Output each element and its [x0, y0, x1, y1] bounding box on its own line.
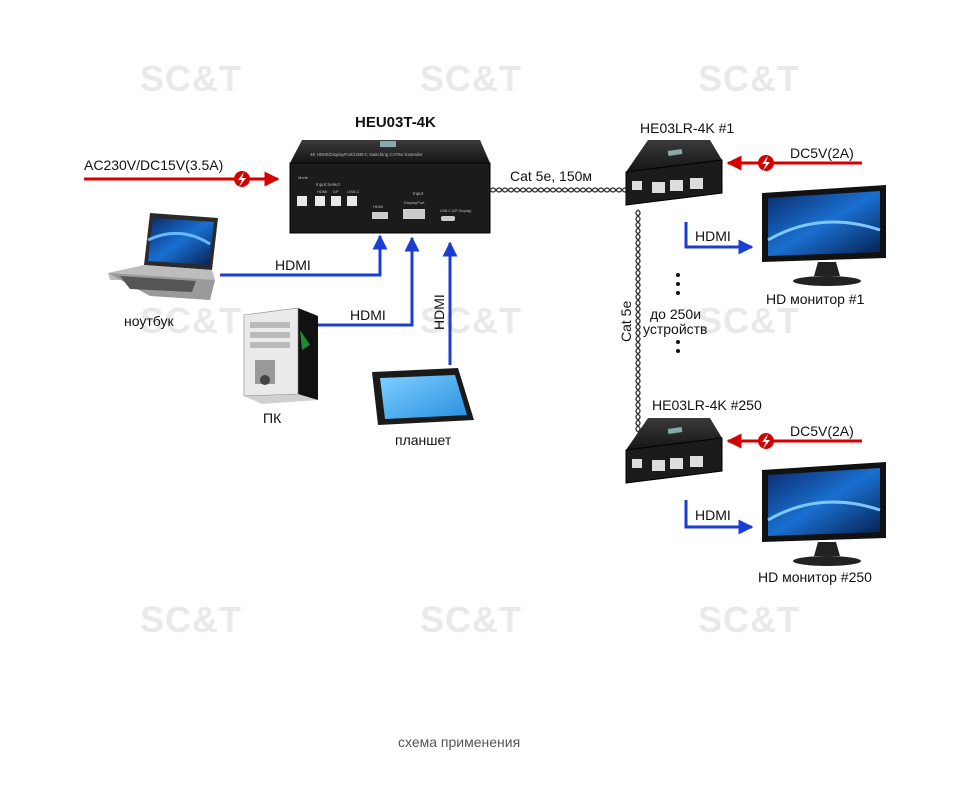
pc-hdmi-label: HDMI: [350, 307, 386, 323]
tablet-hdmi-label: HDMI: [431, 294, 447, 330]
hdmi-select-button: [315, 196, 325, 206]
laptop-label: ноутбук: [124, 313, 174, 329]
laptop-icon: [108, 213, 218, 300]
power-bolt-icon: [234, 171, 250, 187]
watermark: SC&T: [420, 599, 522, 640]
port-label: USB-C (DP Display): [440, 209, 471, 213]
pc-hdmi-link: HDMI: [318, 236, 420, 327]
watermark: SC&T: [698, 58, 800, 99]
power-bolt-icon: [758, 433, 774, 449]
receiver250-power-link: DC5V(2A): [726, 423, 862, 449]
receiver250-device: [625, 418, 723, 484]
usbc-port: [441, 216, 455, 221]
watermark: SC&T: [140, 599, 242, 640]
watermark: SC&T: [698, 300, 800, 341]
receiver1-hdmi-label: HDMI: [695, 228, 731, 244]
tablet-label: планшет: [395, 432, 452, 448]
receiver250-model: HE03LR-4K #250: [652, 397, 762, 413]
cat5e-vertical-cable: Cat 5e: [618, 209, 641, 433]
receiver1-power-label: DC5V(2A): [790, 145, 854, 161]
main-power-link: AC230V/DC15V(3.5A): [84, 157, 280, 187]
mode-button: [297, 196, 307, 206]
diagram-caption: схема применения: [398, 734, 520, 750]
transmitter-model: HEU03T-4K: [355, 114, 436, 131]
monitor250-label: HD монитор #250: [758, 569, 872, 585]
monitor250-icon: [762, 462, 886, 566]
laptop-hdmi-label: HDMI: [275, 257, 311, 273]
monitor1-label: HD монитор #1: [766, 291, 865, 307]
devices-note-line2: устройств: [643, 321, 708, 337]
dp-select-button: [331, 196, 341, 206]
button-label: HDMI: [317, 189, 327, 194]
watermark: SC&T: [698, 599, 800, 640]
pc-tower-icon: [243, 307, 318, 404]
displayport-port: [403, 209, 425, 219]
button-label: DP: [333, 189, 339, 194]
pc-label: ПК: [263, 410, 282, 426]
usbc-select-button: [347, 196, 357, 206]
receiver1-device: [625, 140, 723, 206]
cat5e-vertical-label: Cat 5e: [618, 301, 634, 342]
tablet-hdmi-link: HDMI: [431, 241, 458, 365]
button-label: USB-C: [347, 189, 360, 194]
tablet-icon: [372, 368, 474, 425]
receiver1-power-link: DC5V(2A): [726, 145, 862, 171]
port-label: HDMI: [373, 204, 383, 209]
receiver1-hdmi-link: HDMI: [684, 222, 754, 255]
cat5e-main-cable: Cat 5e, 150м: [489, 168, 629, 193]
devices-note-line1: до 250и: [650, 306, 701, 322]
cat5e-main-label: Cat 5e, 150м: [510, 168, 592, 184]
watermark: SC&T: [420, 58, 522, 99]
port-label: DisplayPort: [404, 200, 425, 205]
laptop-hdmi-link: HDMI: [220, 234, 388, 277]
button-label: Mode: [298, 175, 309, 180]
receiver250-hdmi-link: HDMI: [684, 500, 754, 535]
transmitter-panel-text: 4K HDMI/DisplayPort/USB-C Switching CAT5…: [310, 152, 423, 157]
receiver250-hdmi-label: HDMI: [695, 507, 731, 523]
devices-note: до 250и устройств: [643, 273, 708, 353]
input-select-label: Input Select: [316, 182, 341, 187]
monitor1-icon: [762, 185, 886, 286]
receiver250-power-label: DC5V(2A): [790, 423, 854, 439]
watermark: SC&T: [140, 58, 242, 99]
power-bolt-icon: [758, 155, 774, 171]
main-power-label: AC230V/DC15V(3.5A): [84, 157, 223, 173]
transmitter-device: 4K HDMI/DisplayPort/USB-C Switching CAT5…: [289, 140, 491, 234]
input-label: Input: [413, 191, 424, 196]
watermark: SC&T: [140, 300, 242, 341]
watermarks: SC&T SC&T SC&T SC&T SC&T SC&T SC&T SC&T …: [140, 58, 800, 640]
receiver1-model: HE03LR-4K #1: [640, 120, 734, 136]
watermark: SC&T: [420, 300, 522, 341]
hdmi-port: [372, 212, 388, 219]
